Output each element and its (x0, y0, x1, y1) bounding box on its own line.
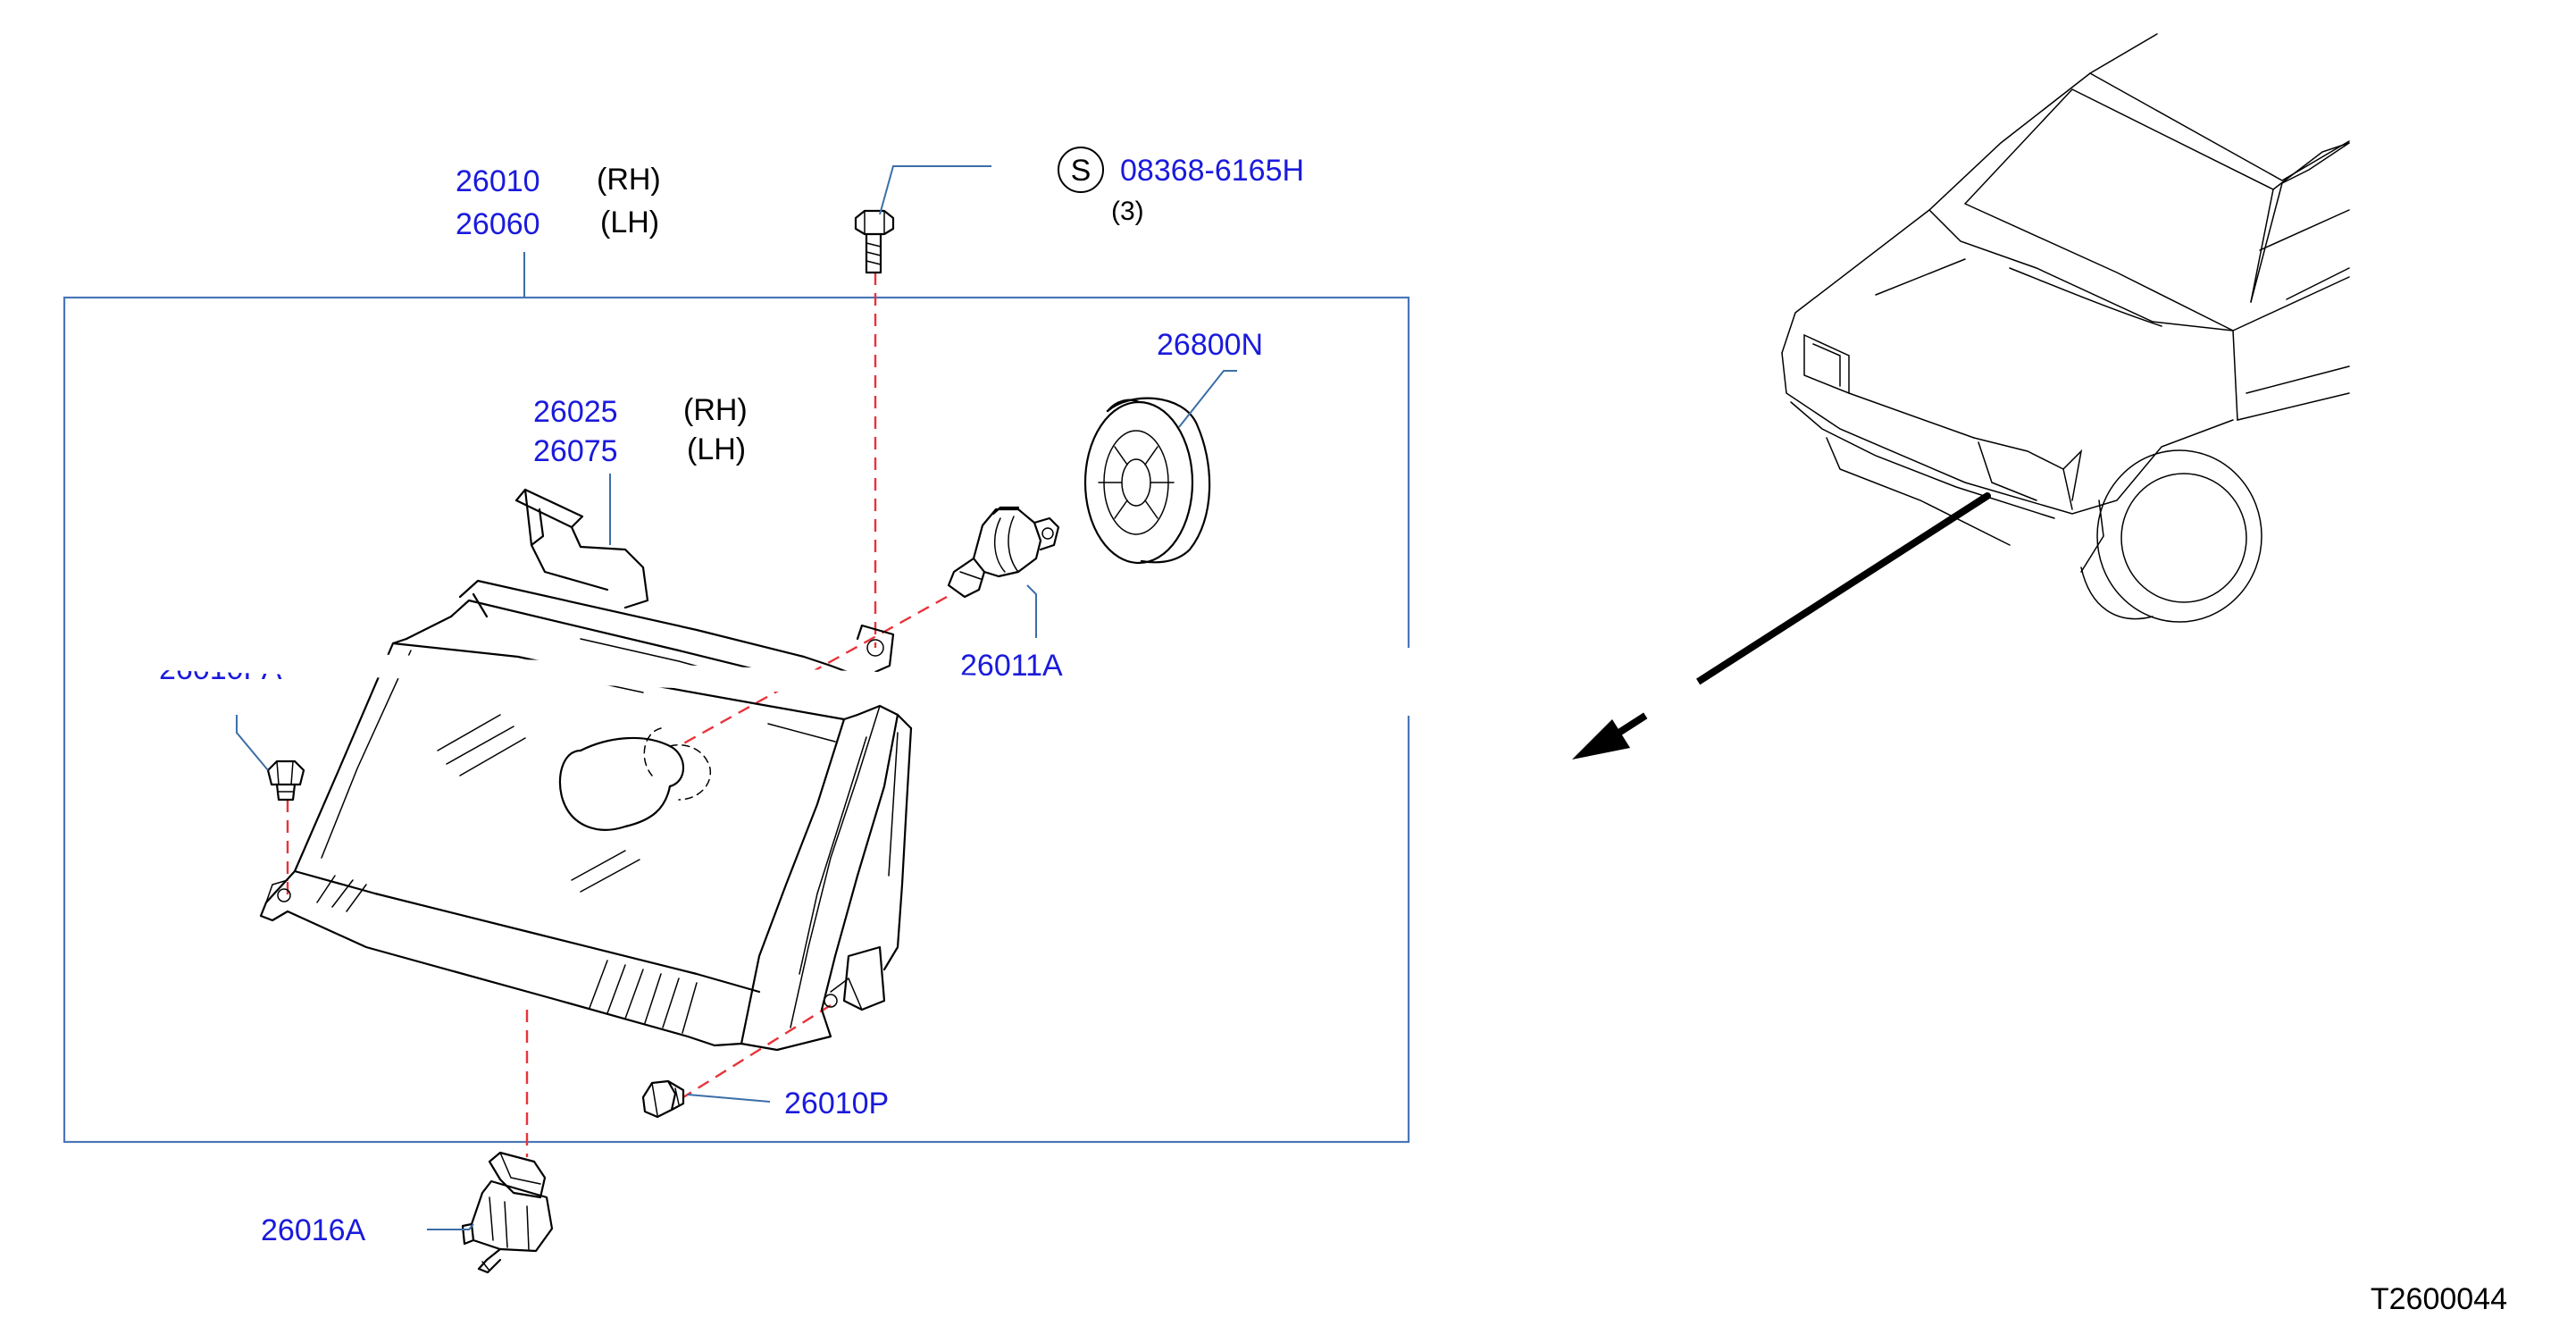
part-number-26060: 26060 (456, 207, 540, 241)
obscuring-band (151, 646, 1409, 714)
callout-housing: 26025 (RH) 26075 (LH) (533, 393, 748, 468)
headlamp-unit (259, 488, 913, 1052)
part-number-26075: 26075 (533, 434, 618, 468)
quantity-label: (3) (1111, 197, 1144, 226)
part-number-26025: 26025 (533, 395, 618, 429)
vehicle-locator (1572, 33, 2350, 760)
side-lh-label: (LH) (687, 432, 746, 466)
callout-screw: S 08368-6165H (3) (1058, 147, 1304, 226)
assembly-frame (63, 296, 1410, 1144)
clip-left-part (266, 760, 305, 801)
part-number-08368-6165H: 08368-6165H (1120, 154, 1304, 188)
socket-part (461, 1151, 554, 1274)
bulb-cap-part (1083, 397, 1211, 565)
diagram-code: T2600044 (2371, 1282, 2507, 1316)
grommet-part (641, 1079, 685, 1119)
side-lh-label: (LH) (600, 206, 659, 239)
bulb-part (947, 506, 1060, 599)
screw-part (854, 209, 895, 274)
part-number-26010: 26010 (456, 164, 540, 198)
part-number-26016A: 26016A (261, 1213, 366, 1247)
part-number-26800N: 26800N (1157, 328, 1263, 362)
standard-part-symbol (1058, 147, 1104, 193)
standard-part-letter: S (1071, 154, 1091, 188)
leader-lines (236, 165, 1237, 1230)
callout-assembly: 26010 (RH) 26060 (LH) (456, 163, 661, 241)
side-rh-label: (RH) (597, 163, 661, 197)
side-rh-label: (RH) (683, 393, 748, 427)
part-number-26010P: 26010P (784, 1087, 889, 1120)
